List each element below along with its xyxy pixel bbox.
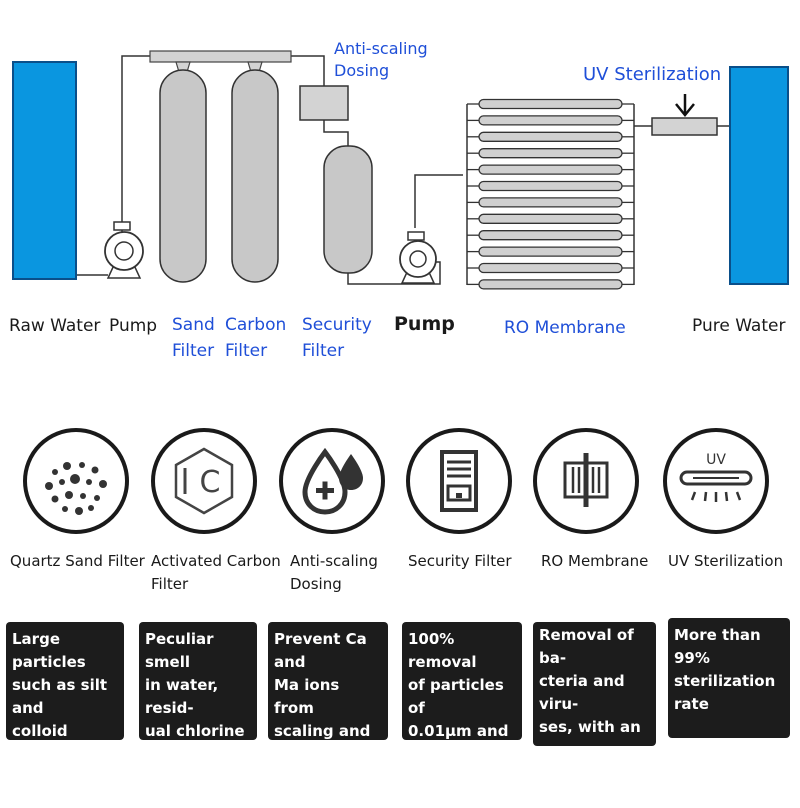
desc-box-security: 100% removal of particles of 0.01μm and … xyxy=(402,622,522,763)
label-sand-filter-line-2: Filter xyxy=(172,341,215,361)
ro-membrane-tube xyxy=(478,279,623,290)
caption-carbon: Activated Carbon Filter xyxy=(151,552,281,593)
label-carbon-filter-line-2: Filter xyxy=(225,341,268,361)
desc-box-dosing: Prevent Ca and Ma ions from scaling and … xyxy=(268,622,388,763)
ro-membrane-tube xyxy=(478,98,623,110)
carbon-symbol: C xyxy=(200,465,221,500)
uv-lamp-icon: UV xyxy=(679,452,753,502)
dosing-box xyxy=(299,85,349,121)
caption-uv: UV Sterilization xyxy=(668,552,784,570)
ro-membrane-array xyxy=(467,98,634,290)
ro-membrane-tube xyxy=(478,197,623,208)
header-pipe xyxy=(149,50,292,63)
ro-membrane-tube xyxy=(478,230,623,241)
label-anti-scaling-line-1: Anti-scaling xyxy=(334,39,428,58)
particles-icon xyxy=(45,462,107,515)
ro-membrane-tube xyxy=(478,180,623,192)
ro-membrane-tube xyxy=(478,246,623,257)
ro-membrane-tube xyxy=(478,148,623,159)
uv-symbol: UV xyxy=(706,452,726,468)
caption-security: Security Filter xyxy=(408,552,512,570)
label-sand-filter-line-1: Sand xyxy=(172,315,215,335)
filter-cabinet-icon xyxy=(440,450,478,512)
membrane-icon xyxy=(563,453,609,507)
label-anti-scaling-line-2: Dosing xyxy=(334,61,390,80)
ro-membrane-tube xyxy=(478,164,623,175)
pump-2-icon xyxy=(399,231,437,284)
security-filter-vessel xyxy=(323,145,373,274)
desc-box-sand: Large particles such as silt and colloid xyxy=(6,622,124,740)
process-flow-diagram xyxy=(12,50,789,290)
label-pump-2: Pump xyxy=(394,313,455,335)
desc-box-carbon: Peculiar smell in water, resid- ual chlo… xyxy=(139,622,257,740)
raw-water-tank xyxy=(12,61,77,280)
uv-sterilizer xyxy=(651,94,718,136)
label-carbon-filter-line-1: Carbon xyxy=(225,315,287,335)
label-security-filter-line-1: Security xyxy=(302,315,372,335)
label-raw-water: Raw Water xyxy=(9,316,101,336)
desc-box-ro: Removal of ba- cteria and viru- ses, wit… xyxy=(533,622,656,805)
caption-sand: Quartz Sand Filter xyxy=(10,552,145,570)
ro-membrane-tube xyxy=(478,262,623,274)
caption-dosing: Anti-scaling Dosing xyxy=(290,552,378,593)
label-uv-sterilization: UV Sterilization xyxy=(583,64,722,85)
ro-membrane-tube xyxy=(478,213,623,224)
label-pump-1: Pump xyxy=(109,316,158,336)
pure-water-tank xyxy=(729,66,789,285)
feature-circle-security xyxy=(406,428,512,534)
carbon-filter-vessel xyxy=(231,61,279,283)
feature-circle-dosing xyxy=(279,428,385,534)
label-security-filter-line-2: Filter xyxy=(302,341,345,361)
feature-circle-sand xyxy=(23,428,129,534)
label-pure-water: Pure Water xyxy=(692,316,786,336)
drop-plus-icon xyxy=(302,447,363,515)
sand-filter-vessel xyxy=(159,61,207,283)
pipes xyxy=(77,55,730,285)
feature-circle-ro xyxy=(533,428,639,534)
label-ro-membrane: RO Membrane xyxy=(504,318,626,338)
carbon-hexagon-icon: C xyxy=(174,447,234,515)
feature-circle-carbon: C xyxy=(151,428,257,534)
pump-1-icon xyxy=(104,221,144,279)
caption-ro: RO Membrane xyxy=(541,552,649,570)
ro-membrane-tube xyxy=(478,115,623,126)
desc-box-uv: More than 99% sterilization rate xyxy=(668,618,790,738)
ro-membrane-tube xyxy=(478,131,623,142)
feature-circle-uv: UV xyxy=(663,428,769,534)
